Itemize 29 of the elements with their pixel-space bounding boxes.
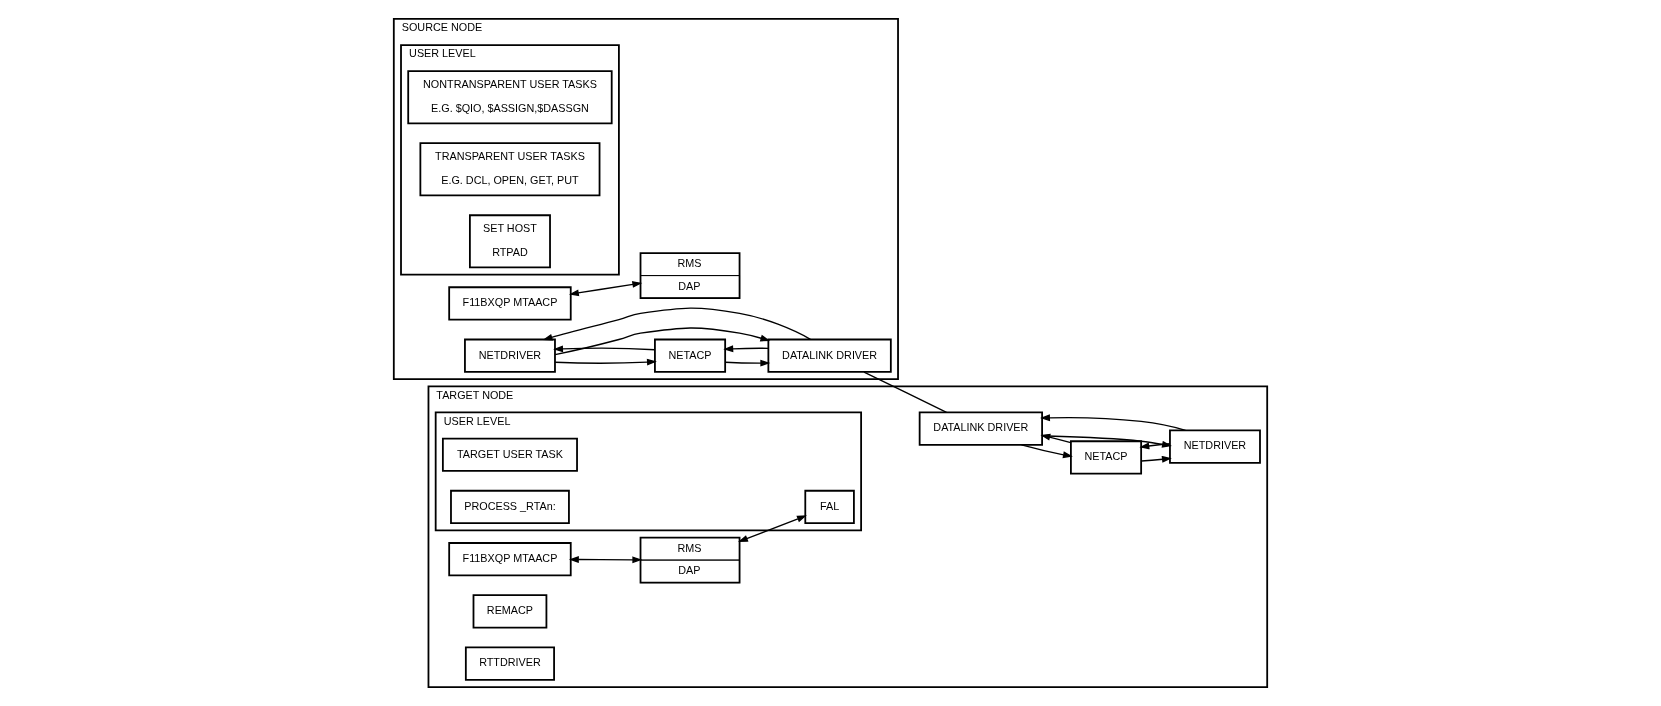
- node-box: NETDRIVER: [464, 338, 556, 373]
- node-box: DATALINK DRIVER: [918, 411, 1043, 446]
- arrow: [1020, 444, 1073, 459]
- arrow: [1040, 433, 1072, 444]
- node-box: REMACP: [472, 594, 548, 629]
- arrow: [1140, 455, 1172, 463]
- node-box: NONTRANSPARENT USER TASKS E.G. $QIO, $ASSIGN,$DASSGN: [407, 70, 613, 125]
- node-box: F11BXQP MTAACP: [448, 542, 572, 577]
- arrow: [554, 358, 657, 366]
- arrow: [554, 327, 771, 356]
- arrow: [568, 281, 643, 297]
- node-box: TARGET USER TASK: [442, 437, 578, 472]
- node-box: NETACP: [1070, 440, 1143, 475]
- node-box: NETDRIVER: [1169, 429, 1261, 464]
- node-box: RTTDRIVER: [464, 646, 555, 681]
- arrow: [724, 359, 771, 367]
- arrow: [553, 345, 656, 353]
- node-box: FAL: [804, 489, 855, 525]
- arrow: [568, 556, 643, 564]
- node-box: SET HOST RTPAD: [469, 214, 551, 269]
- arrow: [542, 307, 812, 341]
- node-box: F11BXQP MTAACP: [448, 286, 572, 321]
- node-box: NETACP: [654, 338, 727, 373]
- node-box: PROCESS _RTAn:: [450, 489, 570, 525]
- arrow: [723, 345, 769, 353]
- node-box: TRANSPARENT USER TASKS E.G. DCL, OPEN, GET, PUT: [419, 142, 601, 197]
- node-box: DATALINK DRIVER: [767, 338, 892, 373]
- arrow: [738, 515, 807, 542]
- arrow: [1040, 414, 1187, 431]
